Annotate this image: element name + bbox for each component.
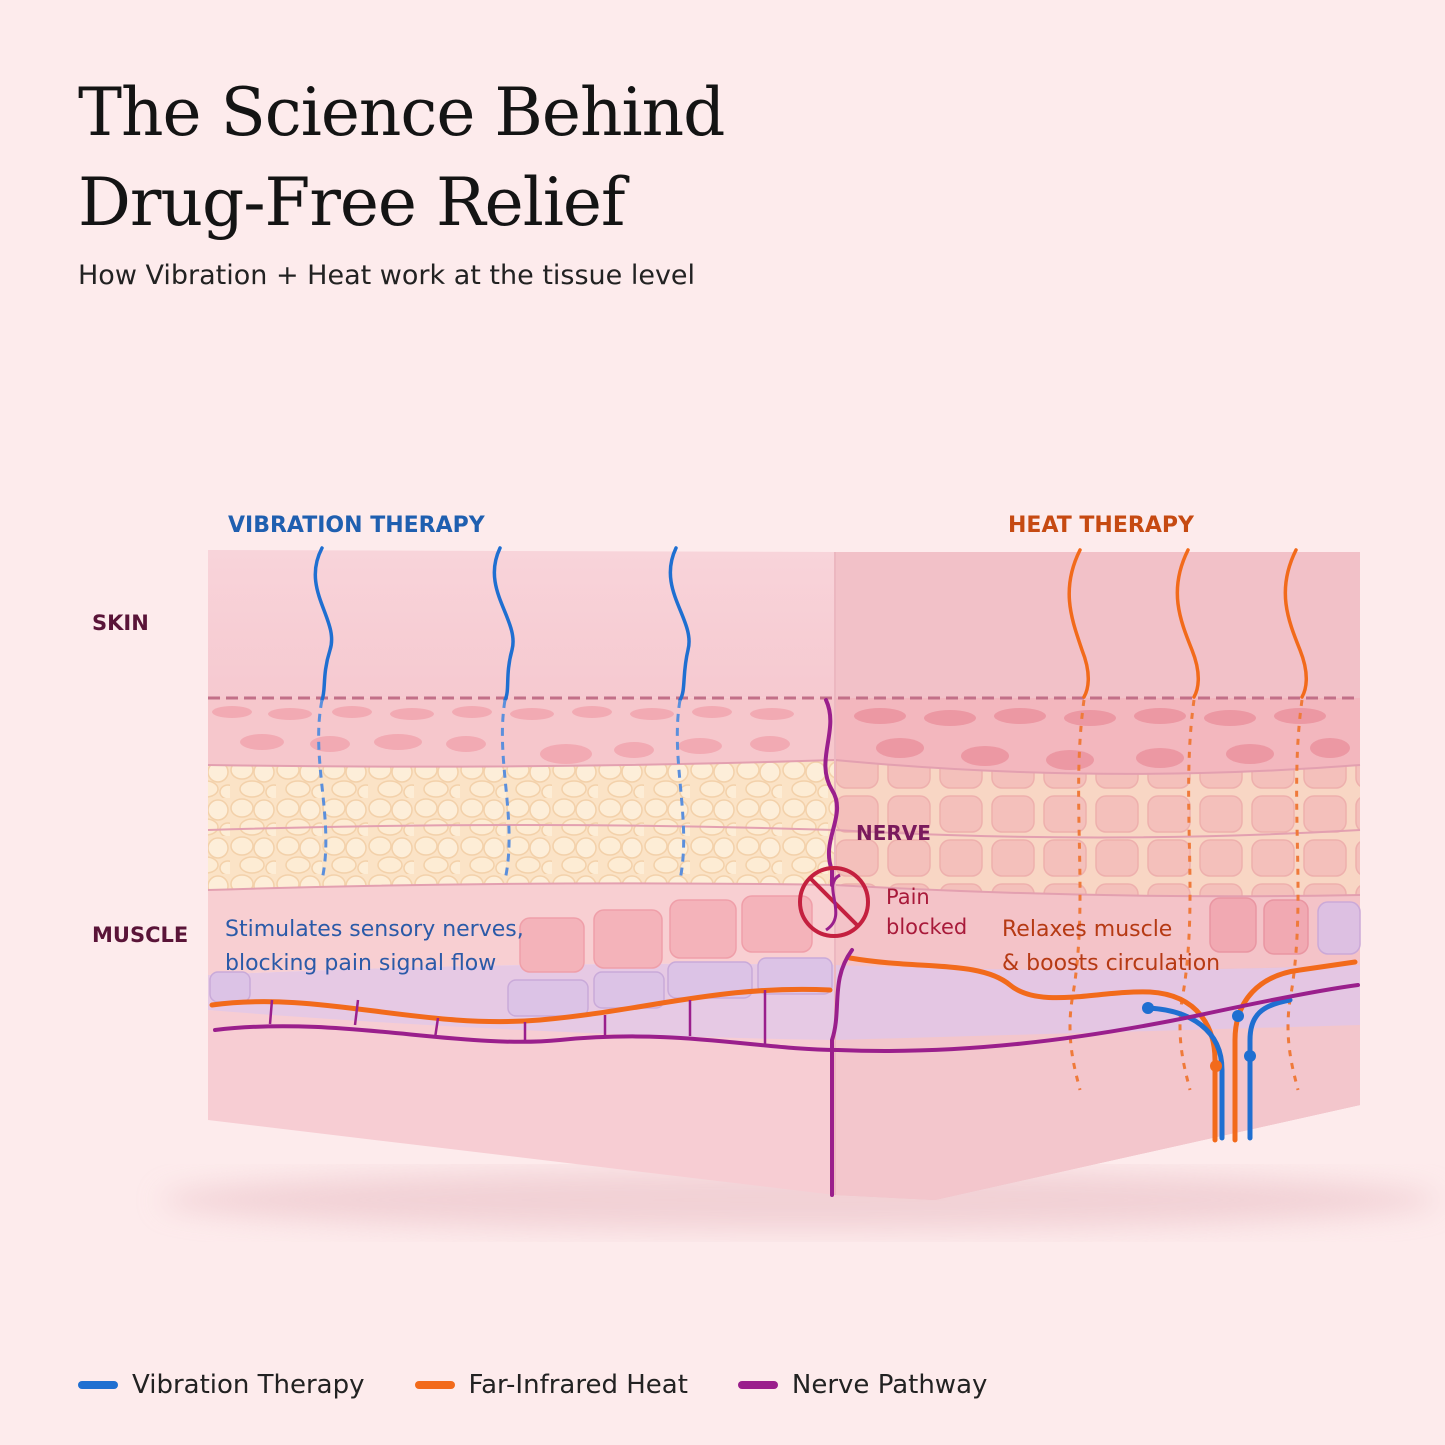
block-side-face: [835, 552, 1360, 1200]
title-line-2: Drug-Free Relief: [78, 164, 625, 241]
block-shadow: [160, 1170, 1440, 1230]
vibration-waves-dashed: [317, 699, 686, 881]
title-line-1: The Science Behind: [78, 74, 725, 151]
legend-swatch-heat: [414, 1381, 455, 1389]
heat-desc-line1: Relaxes muscle: [1002, 917, 1172, 942]
lavender-cell-side: [1317, 901, 1361, 955]
skin-label: SKIN: [92, 611, 149, 635]
page-subtitle: How Vibration + Heat work at the tissue …: [78, 260, 696, 291]
lavender-cells-front: [209, 957, 833, 1017]
nerve-pathway: [213, 698, 1360, 1197]
vibration-desc-line2: blocking pain signal flow: [225, 951, 496, 976]
legend-label-nerve: Nerve Pathway: [791, 1370, 988, 1400]
nerve-branches: [268, 990, 767, 1046]
pain-label-line1: Pain: [886, 885, 930, 909]
skin-cells-side: [854, 708, 1350, 770]
legend-swatch-vibration: [78, 1381, 118, 1389]
muscle-cells-front: [519, 895, 813, 973]
muscle-label: MUSCLE: [92, 923, 188, 947]
block-front-face: [208, 550, 835, 1195]
legend-item-heat: Far-Infrared Heat: [414, 1370, 688, 1400]
vibration-waves: [313, 546, 691, 702]
heat-therapy-label: HEAT THERAPY: [1008, 513, 1195, 538]
skin-cells-front: [212, 706, 794, 764]
legend-label-heat: Far-Infrared Heat: [468, 1370, 688, 1400]
legend-item-nerve: Nerve Pathway: [737, 1370, 988, 1400]
heat-waves-dashed: [1068, 699, 1304, 1091]
vessel-nodes: [1142, 1002, 1256, 1072]
legend-label-vibration: Vibration Therapy: [132, 1370, 365, 1400]
legend-swatch-nerve: [737, 1381, 778, 1389]
layer-lines: [207, 758, 1361, 898]
heat-desc-line2: & boosts circulation: [1002, 951, 1220, 976]
vibration-therapy-label: VIBRATION THERAPY: [228, 513, 486, 538]
page-title: The Science Behind Drug-Free Relief: [78, 68, 725, 248]
pain-blocked-icon: [798, 866, 870, 938]
legend-item-vibration: Vibration Therapy: [78, 1370, 365, 1400]
legend: Vibration Therapy Far-Infrared Heat Nerv…: [78, 1370, 1037, 1400]
nerve-label: NERVE: [856, 821, 931, 845]
heat-waves: [1067, 548, 1308, 699]
vibration-desc-line1: Stimulates sensory nerves,: [225, 917, 524, 942]
pain-label-line2: blocked: [886, 915, 967, 939]
